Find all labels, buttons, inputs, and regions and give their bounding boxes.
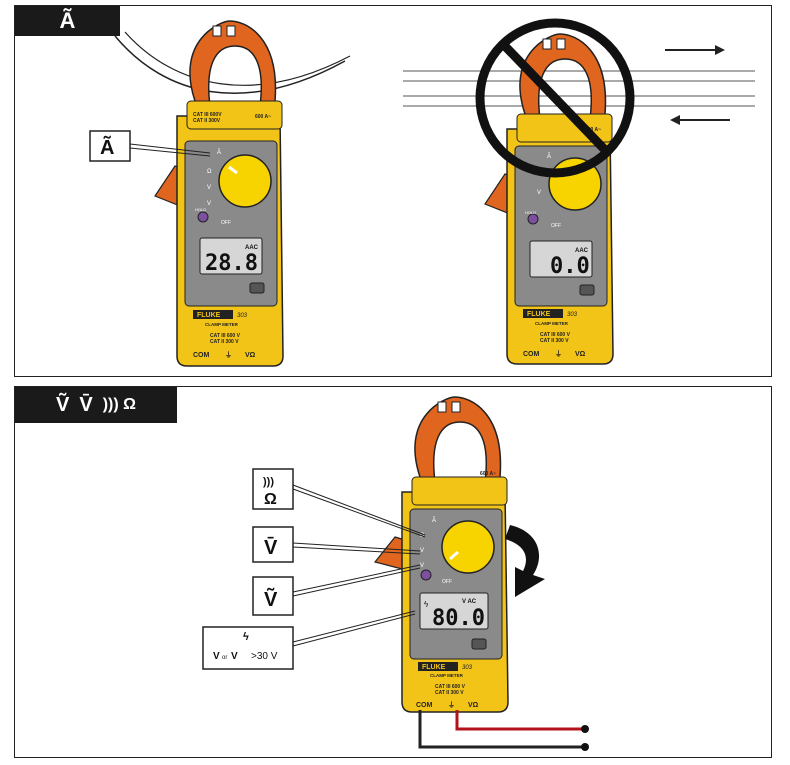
- black-lead: [418, 710, 585, 749]
- svg-text:Ã: Ã: [217, 149, 221, 156]
- svg-text:600 A~: 600 A~: [480, 471, 496, 477]
- svg-text:COM: COM: [523, 351, 540, 358]
- svg-text:CLAMP METER: CLAMP METER: [205, 322, 239, 327]
- svg-text:⏚: ⏚: [448, 701, 455, 709]
- svg-text:>30 V: >30 V: [251, 651, 278, 662]
- svg-text:CAT III 600 V: CAT III 600 V: [435, 684, 466, 690]
- tab-dc-volts: V̄: [79, 393, 93, 416]
- svg-text:COM: COM: [193, 352, 210, 359]
- svg-text:V: V: [207, 185, 211, 191]
- rotary-dial: [441, 520, 495, 574]
- right-meter: 600 A~ Ã V HOLD OFF AAC 0.0 FLUKE 303 CL…: [484, 33, 614, 365]
- svg-text:Ã: Ã: [100, 136, 114, 159]
- rotary-dial: [218, 154, 272, 208]
- callout-continuity: [252, 468, 294, 510]
- svg-text:V AC: V AC: [462, 599, 477, 605]
- top-tab: Ã: [15, 6, 120, 36]
- callout-warning: [202, 626, 294, 670]
- svg-text:OFF: OFF: [221, 220, 231, 226]
- svg-text:600 A~: 600 A~: [585, 127, 601, 133]
- svg-text:FLUKE: FLUKE: [527, 311, 551, 318]
- top-tab-label: Ã: [59, 8, 76, 33]
- svg-text:Ω: Ω: [264, 491, 277, 508]
- svg-text:303: 303: [567, 312, 578, 318]
- svg-text:ϟ: ϟ: [424, 600, 429, 609]
- svg-text:))): ))): [263, 476, 274, 488]
- svg-text:Ã: Ã: [547, 153, 551, 160]
- cable-front: [114, 35, 346, 94]
- svg-text:FLUKE: FLUKE: [422, 664, 446, 671]
- svg-text:OFF: OFF: [442, 579, 452, 585]
- svg-text:600 A~: 600 A~: [255, 114, 271, 120]
- arrow-right: [665, 45, 725, 55]
- svg-text:AAC: AAC: [245, 245, 259, 251]
- svg-text:⏚: ⏚: [225, 351, 232, 359]
- svg-text:28.8: 28.8: [205, 251, 258, 276]
- left-meter: CAT III 600V CAT II 300V 600 A~ Ã Ω V V …: [154, 20, 284, 367]
- svg-text:303: 303: [462, 665, 473, 671]
- svg-text:V̄: V̄: [264, 537, 278, 559]
- bottom-tab: Ṽ V̄ ))) Ω: [15, 387, 177, 423]
- svg-text:0.0: 0.0: [550, 254, 590, 279]
- bottom-meter: 600 A~ Ã Ω V V OFF ϟ V AC 80.0 FLUKE 303…: [373, 396, 509, 713]
- svg-text:CAT II 300 V: CAT II 300 V: [540, 338, 569, 344]
- svg-text:COM: COM: [416, 702, 433, 709]
- svg-text:V: V: [207, 201, 211, 207]
- svg-text:V: V: [231, 651, 238, 662]
- svg-text:CLAMP METER: CLAMP METER: [535, 321, 569, 326]
- red-lead: [455, 710, 585, 731]
- tab-continuity: ))) Ω: [102, 396, 136, 413]
- prohibition-icon: [475, 18, 635, 178]
- callout-box: [89, 130, 131, 162]
- svg-text:or: or: [222, 655, 227, 661]
- svg-text:V: V: [537, 190, 541, 196]
- svg-text:VΩ: VΩ: [575, 351, 586, 358]
- svg-text:VΩ: VΩ: [468, 702, 479, 709]
- svg-text:CAT III 600 V: CAT III 600 V: [210, 333, 241, 339]
- top-illustration: CAT III 600V CAT II 300V 600 A~ Ã Ω V V …: [89, 18, 755, 367]
- svg-text:FLUKE: FLUKE: [197, 312, 221, 319]
- svg-text:CAT III 600V: CAT III 600V: [193, 112, 222, 118]
- svg-text:80.0: 80.0: [432, 606, 485, 631]
- top-panel: Ã CAT III 600V CAT II 300V 600 A~ Ã Ω V: [14, 5, 772, 377]
- svg-text:HOLD: HOLD: [525, 210, 536, 215]
- hold-button: [197, 211, 209, 223]
- svg-text:303: 303: [237, 313, 248, 319]
- cable-back: [124, 31, 351, 86]
- svg-text:CLAMP METER: CLAMP METER: [430, 673, 464, 678]
- bottom-panel: Ṽ V̄ ))) Ω 600 A~ Ã Ω V V OFF ϟ V AC 80.…: [14, 386, 772, 758]
- arrow-left: [670, 115, 730, 125]
- svg-text:Ṽ: Ṽ: [264, 588, 278, 611]
- callout-dc-volts: [252, 526, 294, 563]
- bottom-illustration: 600 A~ Ã Ω V V OFF ϟ V AC 80.0 FLUKE 303…: [202, 396, 589, 751]
- svg-text:V: V: [420, 548, 424, 554]
- svg-text:ϟ: ϟ: [243, 631, 249, 643]
- rotate-arrow-icon: [505, 525, 545, 597]
- svg-text:OFF: OFF: [551, 223, 561, 229]
- svg-text:CAT III 600 V: CAT III 600 V: [540, 332, 571, 338]
- lcd-display: [199, 237, 263, 275]
- svg-text:HOLD: HOLD: [195, 207, 206, 212]
- svg-text:V: V: [213, 651, 220, 662]
- lcd-display: [529, 240, 593, 278]
- svg-text:AAC: AAC: [575, 248, 589, 254]
- svg-text:CAT II 300V: CAT II 300V: [193, 118, 221, 124]
- callout-ac-volts: [252, 576, 294, 616]
- svg-text:⏚: ⏚: [555, 350, 562, 358]
- svg-text:Ω: Ω: [207, 169, 212, 175]
- tab-ac-volts: Ṽ: [56, 393, 70, 416]
- svg-text:CAT II 300 V: CAT II 300 V: [210, 339, 239, 345]
- svg-text:VΩ: VΩ: [245, 352, 256, 359]
- svg-text:V: V: [420, 563, 424, 569]
- svg-text:CAT II 300 V: CAT II 300 V: [435, 690, 464, 696]
- svg-text:Ã: Ã: [432, 517, 436, 524]
- lcd-display: [419, 592, 489, 630]
